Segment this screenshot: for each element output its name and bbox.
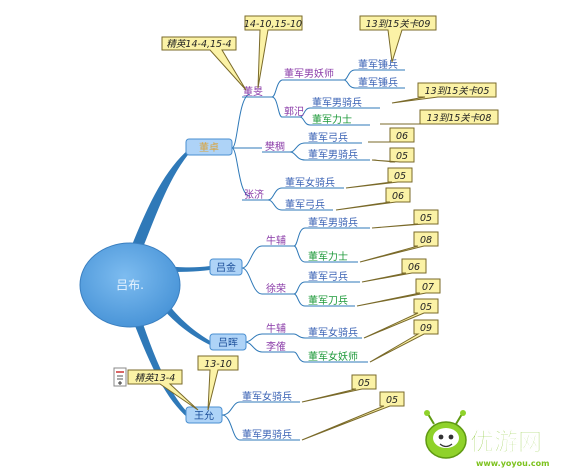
- topic-guosi[interactable]: 郭汜: [284, 105, 304, 118]
- branch-lvjin-label: 吕金: [216, 261, 236, 274]
- topic-niufu[interactable]: 牛辅: [266, 234, 286, 247]
- branch-wangyun-label: 王允: [194, 409, 214, 422]
- callout-xurong-1-shape: [361, 258, 427, 283]
- callout-nanyaoshi: 13到15关卡09: [366, 19, 431, 30]
- leaf-wangyun-nanqibing[interactable]: 董军男骑兵: [242, 428, 292, 441]
- callout-wangyun-1-shape: [197, 355, 239, 411]
- branch-lvjin[interactable]: 吕金: [209, 258, 243, 276]
- callout-lijue-shape: [369, 319, 439, 363]
- callout-wangyun-leaf-2-shape: [301, 391, 405, 441]
- callout-niufu2: 05: [420, 302, 432, 313]
- edit-handle-icon[interactable]: [113, 367, 127, 387]
- topic-nanyaoshi[interactable]: 董军男妖师: [284, 67, 334, 80]
- leaf-chuibing-1[interactable]: 董军锤兵: [358, 58, 398, 71]
- topic-lijue[interactable]: 李傕: [266, 340, 286, 353]
- callout-zhangji-1: 05: [394, 171, 406, 182]
- topic-niufu-2[interactable]: 牛辅: [266, 322, 286, 335]
- callout-wangyun-leaf-2: 05: [386, 395, 398, 406]
- branch-lvhui[interactable]: 吕晖: [209, 333, 247, 351]
- leaf-xurong-daobing[interactable]: 董军刀兵: [308, 294, 348, 307]
- callout-dongmin-2: 精英14-4,15-4: [166, 39, 231, 50]
- callout-xurong-2-shape: [356, 278, 441, 307]
- callout-dongmin-1-shape: [244, 15, 303, 89]
- leaf-niufu-lishi[interactable]: 董军力士: [308, 250, 348, 263]
- leaf-zhangji-nvqibing[interactable]: 董军女骑兵: [285, 176, 335, 189]
- leaf-guosi-lishi[interactable]: 董军力士: [312, 113, 352, 126]
- callout-wangyun-leaf-1-shape: [301, 374, 377, 403]
- callout-guosi-1: 13到15关卡05: [425, 86, 490, 97]
- topic-dongmin[interactable]: 董旻: [243, 85, 263, 98]
- callout-zhangji-2: 06: [392, 191, 404, 202]
- callout-niufu-1-shape: [371, 209, 439, 229]
- callout-wangyun-leaf-1: 05: [358, 378, 370, 389]
- callout-xurong-2: 07: [422, 282, 434, 293]
- leaf-xurong-gongbing[interactable]: 董军弓兵: [308, 270, 348, 283]
- watermark-logo: 优游网 www.yoyou.com: [424, 410, 549, 468]
- callout-fanchou-1: 06: [396, 131, 408, 142]
- leaf-chuibing-2[interactable]: 董军锤兵: [358, 76, 398, 89]
- mascot-icon: [424, 410, 467, 459]
- callout-wangyun-2: 精英13-4: [135, 373, 176, 384]
- callout-niufu-2-shape: [359, 231, 439, 263]
- callout-niufu2-shape: [363, 298, 439, 339]
- leaf-niufu2-nvqibing[interactable]: 董军女骑兵: [308, 326, 358, 339]
- thin-connectors: [221, 69, 405, 441]
- topic-fanchou[interactable]: 樊稠: [265, 140, 285, 153]
- callout-dongmin-2-shape: [161, 36, 247, 91]
- callout-zhangji-2-shape: [335, 187, 411, 211]
- callout-guosi-1-shape: [391, 82, 497, 104]
- callout-dongmin-1: 14-10,15-10: [244, 19, 302, 30]
- leaf-wangyun-nvqibing[interactable]: 董军女骑兵: [242, 390, 292, 403]
- branch-dongzhuo[interactable]: 董卓: [185, 138, 233, 156]
- callout-guosi-2-shape: [380, 109, 499, 125]
- leaf-guosi-qibing[interactable]: 董军男骑兵: [312, 96, 362, 109]
- topic-zhangji[interactable]: 张济: [244, 188, 264, 201]
- leaf-fanchou-qibing[interactable]: 董军男骑兵: [308, 148, 358, 161]
- root-node[interactable]: 吕布.: [79, 242, 181, 328]
- callout-niufu-2: 08: [420, 235, 432, 246]
- branch-dongzhuo-label: 董卓: [199, 141, 219, 154]
- callout-fanchou-1-shape: [368, 127, 415, 143]
- callout-guosi-2: 13到15关卡08: [427, 113, 492, 124]
- callout-nanyaoshi-shape: [359, 15, 437, 63]
- callout-xurong-1: 06: [408, 262, 420, 273]
- watermark-brand: 优游网: [470, 428, 542, 456]
- callout-wangyun-1: 13-10: [204, 359, 232, 370]
- branch-lvhui-label: 吕晖: [218, 337, 238, 349]
- callout-fanchou-2-shape: [371, 147, 415, 163]
- topic-xurong[interactable]: 徐荣: [266, 282, 286, 295]
- branch-wangyun[interactable]: 王允: [185, 406, 223, 424]
- callout-wangyun-2-shape: [127, 369, 199, 411]
- callout-fanchou-2: 05: [396, 151, 408, 162]
- watermark-url: www.yoyou.com: [476, 459, 549, 468]
- callout-zhangji-1-shape: [345, 167, 413, 189]
- leaf-lijue-nvyaoshi[interactable]: 董军女妖师: [308, 350, 358, 363]
- leaf-fanchou-gongbing[interactable]: 董军弓兵: [308, 131, 348, 144]
- callout-lijue: 09: [420, 323, 432, 334]
- callout-niufu-1: 05: [420, 213, 432, 224]
- leaf-niufu-qibing[interactable]: 董军男骑兵: [308, 216, 358, 229]
- leaf-zhangji-gongbing[interactable]: 董军弓兵: [285, 198, 325, 211]
- root-label: 吕布.: [116, 278, 144, 292]
